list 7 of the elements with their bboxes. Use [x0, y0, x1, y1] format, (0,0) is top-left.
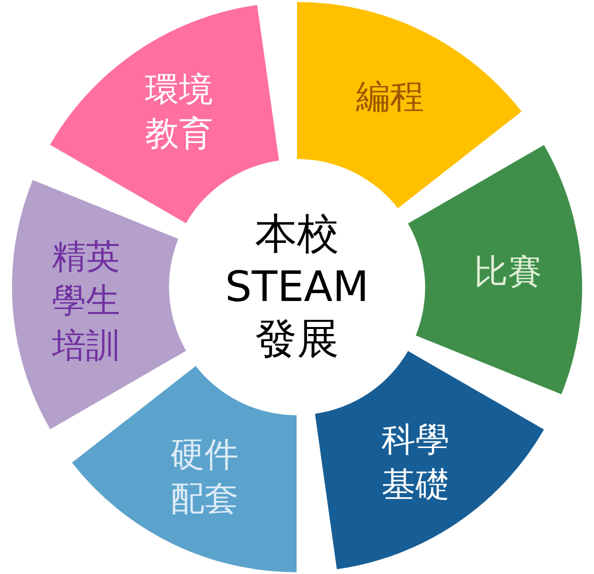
segment-label: 精英學生培訓 [51, 236, 122, 368]
segment-label: 硬件配套 [169, 434, 240, 522]
segment-label: 環境教育 [144, 68, 214, 156]
segment-label: 比賽 [473, 251, 544, 294]
segment-label: 科學基礎 [380, 419, 450, 507]
hub-title: 本校STEAM發展 [224, 208, 370, 365]
segment-label: 編程 [354, 76, 425, 119]
